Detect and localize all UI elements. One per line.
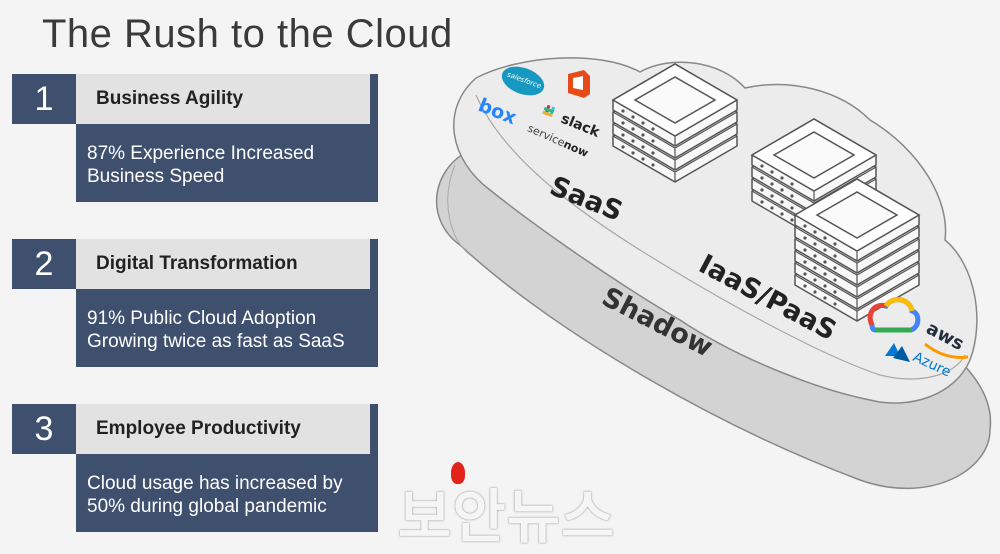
card-body-line: Cloud usage has increased by [87, 473, 343, 494]
card-body: 87% Experience Increased Business Speed [76, 124, 378, 202]
card-digital-transformation: 2 Digital Transformation 91% Public Clou… [12, 239, 382, 369]
office-logo-icon [568, 70, 590, 98]
card-body: 91% Public Cloud Adoption Growing twice … [76, 289, 378, 367]
watermark-logo-dot [451, 462, 465, 484]
card-number: 1 [12, 74, 76, 124]
salesforce-logo-icon: salesforce [501, 66, 545, 96]
card-body-line: 91% Public Cloud Adoption [87, 308, 317, 329]
cloud-diagram: SaaS IaaS/PaaS Shadow salesforce box sla… [435, 57, 992, 490]
card-business-agility: 1 Business Agility 87% Experience Increa… [12, 74, 382, 204]
card-body: Cloud usage has increased by 50% during … [76, 454, 378, 532]
card-number: 3 [12, 404, 76, 454]
watermark-text: 보안뉴스 [398, 483, 616, 551]
card-body-line: 87% Experience Increased [87, 143, 315, 164]
page-title: The Rush to the Cloud [42, 12, 453, 56]
card-body-line: 50% during global pandemic [87, 496, 327, 517]
card-body-line: Growing twice as fast as SaaS [87, 331, 345, 352]
card-employee-productivity: 3 Employee Productivity Cloud usage has … [12, 404, 382, 534]
card-body-line: Business Speed [87, 166, 225, 187]
google-cloud-logo-icon [867, 297, 921, 333]
card-heading: Business Agility [76, 74, 378, 124]
card-heading: Employee Productivity [76, 404, 378, 454]
card-heading: Digital Transformation [76, 239, 378, 289]
card-number: 2 [12, 239, 76, 289]
